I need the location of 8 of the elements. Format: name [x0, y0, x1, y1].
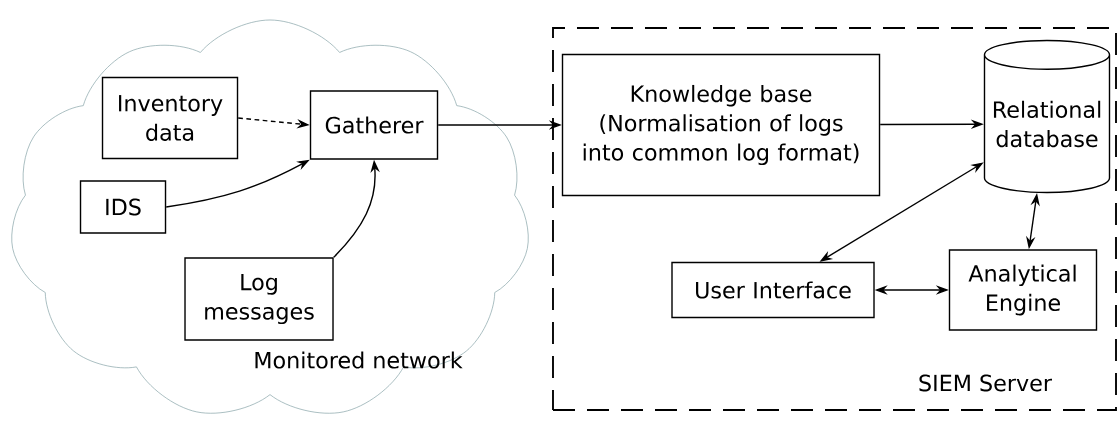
process-box: IDS [79, 180, 167, 234]
process-box: Analytical Engine [948, 249, 1098, 331]
process-box: Knowledge base (Normalisation of logs into common log format) [561, 53, 881, 197]
process-box: User Interface [671, 261, 875, 319]
process-box: Log messages [184, 257, 334, 341]
process-box: Gatherer [309, 90, 439, 160]
database-cylinder: Relational database [983, 39, 1111, 194]
process-box: Inventory data [101, 76, 239, 160]
